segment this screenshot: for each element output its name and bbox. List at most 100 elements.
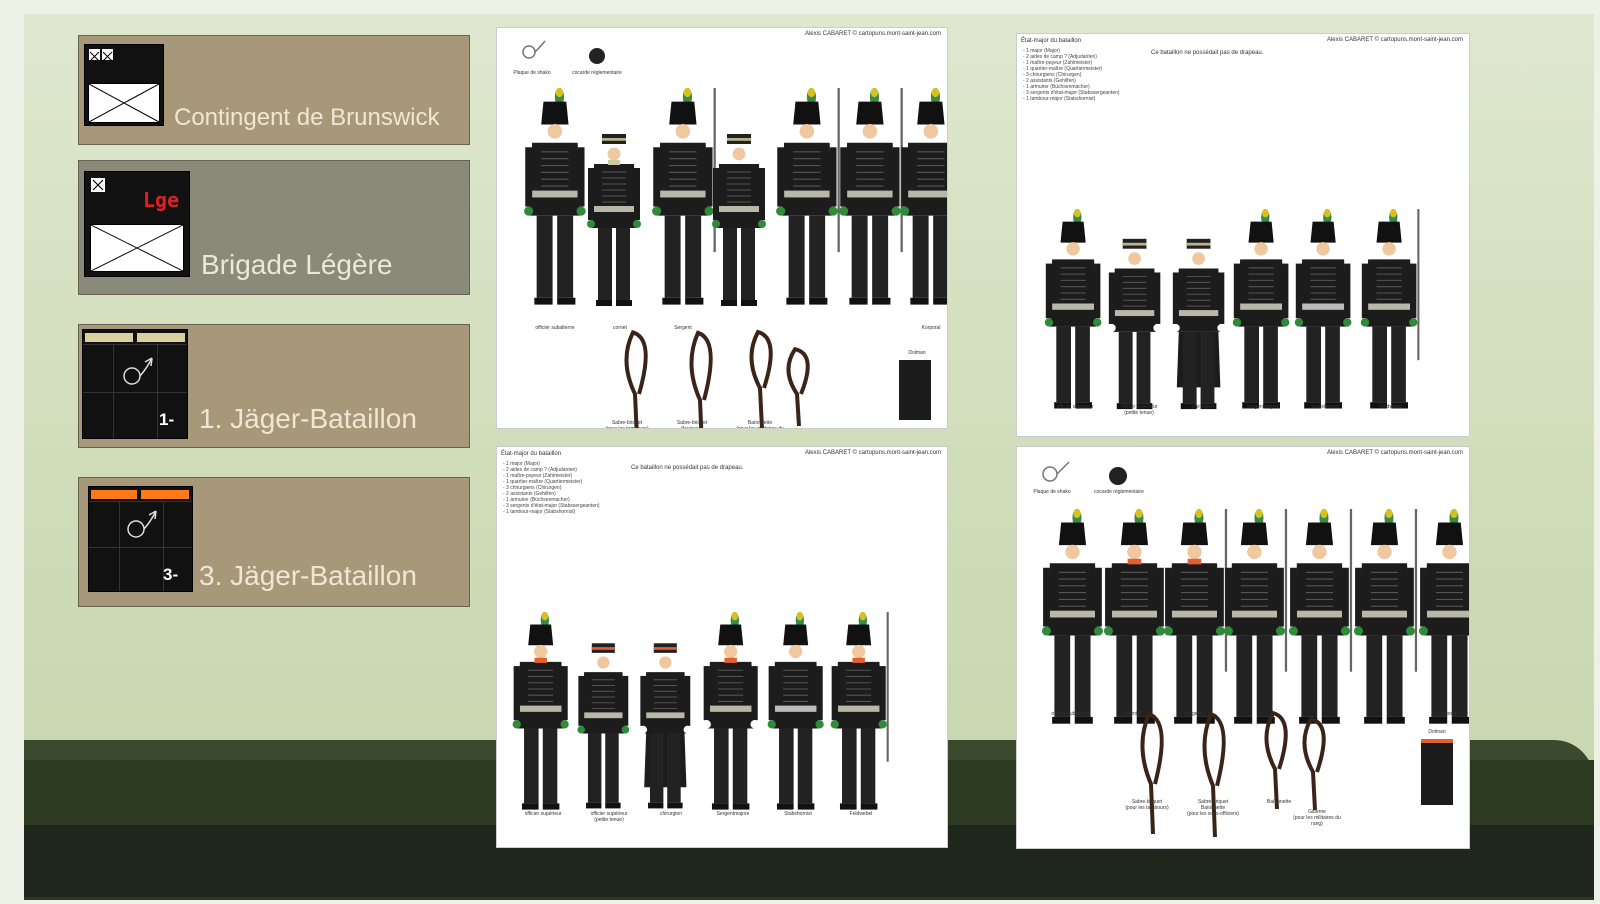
cockade-icon	[1109, 467, 1127, 485]
figure-caption: cornet	[613, 325, 627, 331]
soldier-figure	[767, 612, 824, 810]
figure-caption: officier subalterne	[1051, 711, 1091, 717]
plate-header: État-major du bataillon	[1021, 38, 1082, 44]
figure-caption: officier subalterne	[535, 325, 575, 331]
staff-list: - 1 major (Major)- 2 aides de camp ? (Ad…	[503, 461, 600, 515]
staff-list: - 1 major (Major)- 2 aides de camp ? (Ad…	[1023, 48, 1120, 102]
cockade-icon	[589, 48, 605, 64]
soldier-figure	[587, 134, 641, 306]
soldier-figure	[1360, 209, 1420, 409]
uniform-plate-staff-3[interactable]: État-major du bataillon Ce bataillon ne …	[496, 446, 948, 848]
soldier-figure	[1107, 238, 1162, 410]
uniform-plate-3-jager[interactable]: Alexis CABARET © cartopuns.mont-saint-je…	[1016, 446, 1470, 849]
soldier-figure	[1223, 509, 1288, 724]
uniform-plate-staff-1[interactable]: État-major du bataillon Ce bataillon ne …	[1016, 33, 1470, 437]
unit-card-1-jager[interactable]: 1- 1. Jäger-Bataillon	[78, 324, 470, 448]
soldier-figure	[1044, 209, 1102, 409]
soldier-figure	[1288, 509, 1353, 724]
soldier-figure	[577, 643, 630, 809]
figure-caption: officier supérieur	[524, 811, 562, 817]
uniform-plate-1-jager[interactable]: Alexis CABARET © cartopuns.mont-saint-je…	[496, 27, 948, 429]
figure-caption: Baïonnette	[1266, 799, 1292, 805]
figure-caption: Plaque de shako	[513, 70, 551, 76]
figure-caption: Sabre-briquet(fourreau)(pour les sous-of…	[676, 420, 708, 429]
plate-credit: Alexis CABARET © cartopuns.mont-saint-je…	[1326, 450, 1463, 456]
soldier-figure	[839, 88, 903, 305]
soldier-figure	[1163, 509, 1228, 724]
unit-card-3-jager[interactable]: 3- 3. Jäger-Bataillon	[78, 477, 470, 607]
unit-code: 1-	[159, 410, 175, 429]
figure-caption: Dolman	[1428, 729, 1446, 735]
shako-plate-icon	[1042, 461, 1070, 482]
corps-marker-icon	[89, 49, 100, 62]
figure-caption: officier supérieur(petite tenue)	[1120, 404, 1158, 416]
shako-plate-icon	[522, 40, 546, 59]
figure-caption: chirurgien	[1192, 404, 1214, 410]
figure-caption: cocarde réglementaire	[572, 70, 622, 76]
soldier-figure	[1353, 509, 1418, 724]
unit-card-contingent[interactable]: Contingent de Brunswick	[78, 35, 470, 145]
unit-card-brigade[interactable]: Lge Brigade Légère	[78, 160, 470, 295]
equipment-strap-icon	[689, 330, 713, 428]
plate-note: Ce bataillon ne possédait pas de drapeau…	[631, 465, 744, 471]
unit-code: 3-	[163, 565, 179, 584]
soldier-figure	[1294, 209, 1352, 409]
unit-counter: 1-	[82, 329, 188, 439]
plate-header: État-major du bataillon	[501, 451, 562, 457]
figure-caption: Dolman	[908, 350, 926, 356]
color-band	[91, 490, 137, 499]
soldier-figure	[712, 134, 766, 306]
unit-label: 3. Jäger-Bataillon	[199, 560, 417, 591]
soldier-figure	[830, 612, 889, 810]
corps-marker-icon	[102, 49, 113, 62]
figure-caption: Giberne(pour les militaires du rang)	[1293, 809, 1341, 827]
unit-label: 1. Jäger-Bataillon	[199, 403, 417, 434]
equipment-strap-icon	[1202, 711, 1226, 837]
figure-caption: cocarde réglementaire	[1094, 489, 1144, 495]
equipment-strap-icon	[1140, 711, 1164, 834]
equipment-strap-icon	[786, 346, 810, 426]
equipment-strap-icon	[1302, 716, 1326, 810]
figure-caption: Feldwebel	[849, 811, 873, 817]
plate-credit: Alexis CABARET © cartopuns.mont-saint-je…	[804, 450, 941, 456]
figure-caption: Sabre-briquet(pour les tambours)	[605, 420, 649, 429]
plate-credit: Alexis CABARET © cartopuns.mont-saint-je…	[1326, 37, 1463, 43]
soldier-figure	[512, 612, 569, 810]
soldier-figure	[900, 88, 947, 305]
figure-caption: Feldwebel	[1379, 404, 1403, 410]
equipment-strap-icon	[749, 329, 773, 428]
figure-caption: Baïonnette(pour les militaires du rang)	[736, 420, 784, 429]
figure-caption: Stabshornist	[784, 811, 812, 817]
equipment-strap-icon	[624, 329, 648, 428]
soldier-figure	[702, 612, 759, 810]
infantry-symbol-icon	[88, 83, 160, 123]
unit-label: Brigade Légère	[201, 249, 393, 280]
brigade-code: Lge	[143, 188, 180, 212]
bugle-horn-icon	[127, 510, 157, 538]
figure-caption: Sabre-briquet(pour les tambours)	[1125, 799, 1169, 811]
soldier-figure	[776, 88, 840, 305]
plate-credit: Alexis CABARET © cartopuns.mont-saint-je…	[804, 31, 941, 37]
plate-note: Ce bataillon ne possédait pas de drapeau…	[1151, 50, 1264, 56]
color-band	[85, 333, 133, 342]
figure-caption: chirurgien	[660, 811, 682, 817]
brigade-marker-icon	[91, 178, 105, 192]
unit-label: Contingent de Brunswick	[174, 104, 440, 131]
infantry-symbol-icon	[90, 224, 184, 272]
figure-caption: Sergent	[674, 325, 692, 331]
color-band	[137, 333, 185, 342]
soldier-figure	[639, 643, 692, 809]
equipment-strap-icon	[1264, 710, 1288, 809]
figure-caption: Plaque de shako	[1033, 489, 1071, 495]
soldier-figure	[524, 88, 586, 305]
figure-caption: Korporal	[921, 325, 941, 331]
unit-counter	[84, 44, 164, 126]
soldier-figure	[1041, 509, 1103, 724]
figure-caption: Hornist	[1125, 711, 1141, 717]
unit-counter: 3-	[88, 486, 193, 592]
dolman-jacket	[1421, 739, 1453, 805]
figure-caption: officier supérieur	[1056, 404, 1094, 410]
bugle-horn-icon	[123, 357, 153, 385]
figure-caption: officier supérieur(petite tenue)	[590, 811, 628, 823]
